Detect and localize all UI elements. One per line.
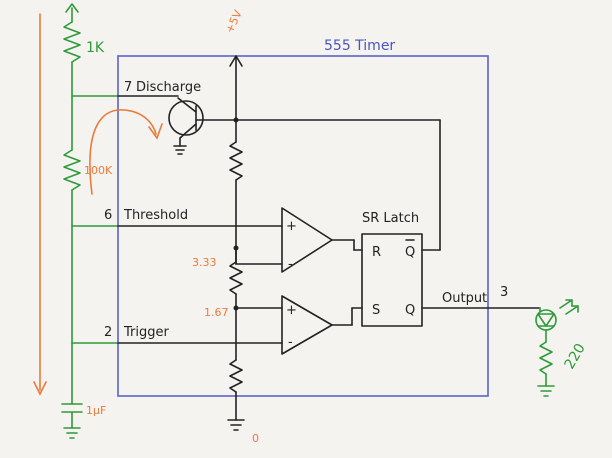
label-v-upper: 3.33 [192, 256, 217, 269]
lower-comp-plus: + [286, 303, 297, 318]
label-cap: 1µF [86, 404, 106, 417]
pin-6-name: Threshold [123, 208, 188, 223]
resistor-100k [63, 149, 81, 191]
chip-title: 555 Timer [324, 38, 395, 54]
internal-circuit [117, 55, 541, 431]
latch-qbar: Q [405, 245, 415, 260]
resistor-220 [539, 341, 553, 375]
pin-2-name: Trigger [123, 325, 169, 340]
label-100k: 100K [84, 164, 113, 177]
divider-resistor-mid [229, 261, 243, 295]
pin-3-number: 3 [500, 285, 508, 300]
divider-resistor-bottom [229, 359, 243, 393]
label-v-lower: 1.67 [204, 306, 229, 319]
label-ground: 0 [252, 432, 259, 445]
label-vcc: +5V [223, 8, 245, 35]
divider-resistor-top [229, 141, 243, 181]
sr-latch-box [361, 233, 423, 327]
led-icon [535, 309, 557, 331]
resistor-1k [63, 21, 81, 63]
capacitor-symbol [61, 403, 83, 439]
lower-comparator [281, 295, 333, 355]
pin-6-number: 6 [104, 208, 112, 223]
upper-comparator [281, 207, 333, 273]
label-220: 220 [562, 341, 589, 372]
latch-s: S [372, 303, 380, 318]
pin-3-name: Output [442, 291, 487, 306]
latch-q: Q [405, 303, 415, 318]
pin-2-number: 2 [104, 325, 112, 340]
label-1k: 1K [86, 40, 105, 56]
upper-comp-plus: + [286, 219, 297, 234]
lower-comp-minus: - [288, 335, 293, 350]
current-arrows [33, 13, 163, 396]
pin-7-name: Discharge [136, 80, 201, 95]
external-circuit [61, 3, 119, 439]
pin-7-number: 7 [124, 80, 132, 95]
latch-r: R [372, 245, 381, 260]
discharge-transistor [168, 97, 237, 155]
upper-comp-minus: - [288, 257, 293, 272]
latch-title: SR Latch [362, 211, 419, 226]
led-branch [535, 299, 579, 397]
